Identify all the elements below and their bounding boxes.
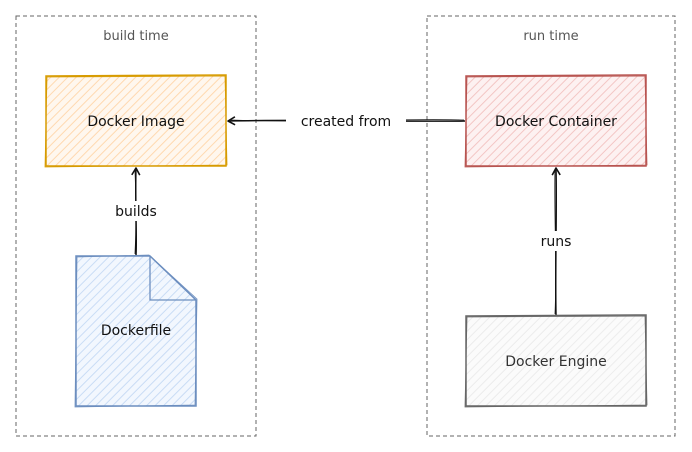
node-dockerfile-fill — [76, 256, 196, 406]
edge-builds-label: builds — [115, 204, 157, 220]
node-dockerfile[interactable]: Dockerfile — [74, 254, 198, 408]
edge-runs-label: runs — [541, 234, 572, 250]
node-docker-engine[interactable]: Docker Engine — [464, 314, 648, 408]
edge-created-from-label: created from — [301, 114, 391, 130]
edge-builds-label-bg — [112, 201, 160, 221]
group-run-time: run time — [426, 15, 676, 437]
group-run-time-border — [426, 15, 676, 437]
node-docker-image[interactable]: Docker Image — [44, 74, 228, 168]
node-dockerfile-fold — [149, 256, 196, 301]
edge-runs: runs — [536, 167, 576, 316]
edge-created-from: created from — [227, 110, 466, 130]
node-docker-image-fill — [46, 76, 226, 166]
group-build-time: build time — [15, 15, 257, 437]
edge-builds: builds — [112, 167, 160, 256]
node-docker-engine-sketch-border — [464, 315, 648, 408]
node-docker-container[interactable]: Docker Container — [464, 74, 648, 168]
node-docker-container-sketch-border — [464, 75, 648, 168]
group-build-time-label: build time — [103, 29, 168, 44]
node-docker-engine-fill — [466, 316, 646, 406]
group-run-time-label: run time — [523, 29, 578, 44]
node-docker-container-fill — [466, 76, 646, 166]
node-docker-image-sketch-border — [44, 75, 228, 168]
node-dockerfile-label: Dockerfile — [101, 323, 171, 339]
edge-runs-label-bg — [536, 231, 576, 251]
node-docker-container-label: Docker Container — [495, 114, 617, 130]
edge-created-from-label-bg — [286, 110, 406, 130]
group-build-time-border — [15, 15, 257, 437]
node-dockerfile-sketch-border — [74, 254, 198, 408]
node-docker-engine-label: Docker Engine — [505, 354, 606, 370]
node-docker-image-label: Docker Image — [87, 114, 184, 130]
